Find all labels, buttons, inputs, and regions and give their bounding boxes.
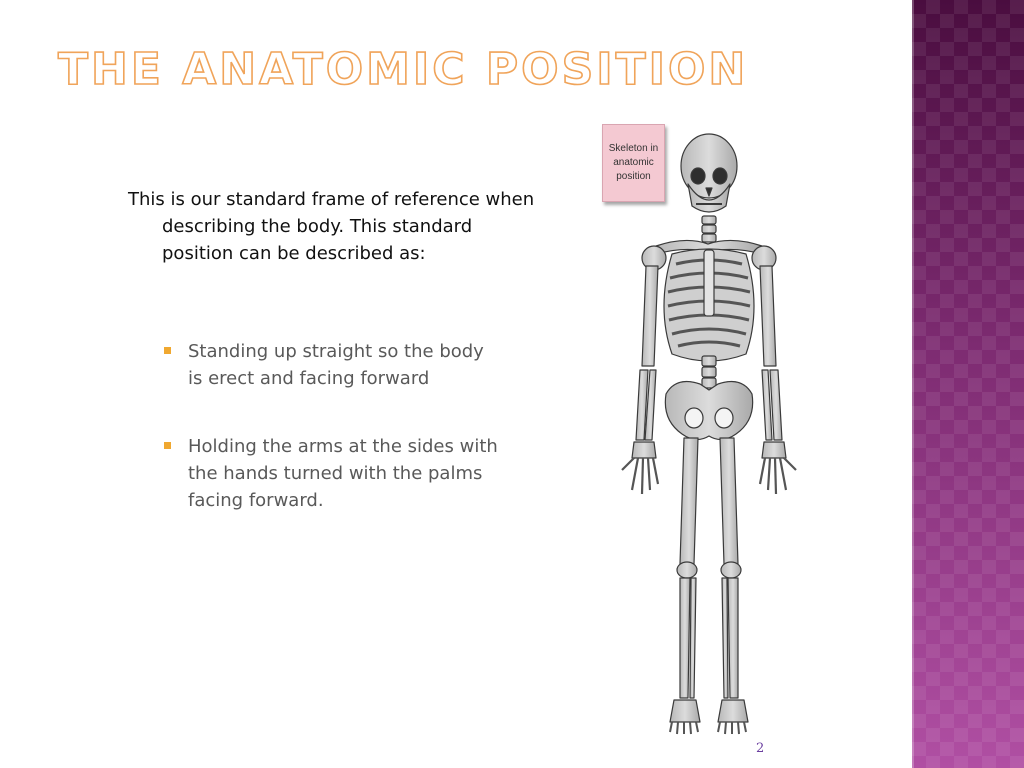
slide-title: The Anatomic Position — [57, 43, 749, 96]
square-bullet-icon — [164, 442, 171, 449]
figure-caption: Skeleton in anatomic position — [602, 124, 665, 202]
list-item: Holding the arms at the sides with the h… — [160, 433, 500, 514]
decorative-side-band — [912, 0, 1024, 768]
pelvis — [664, 381, 754, 441]
bullet-text: Holding the arms at the sides with the h… — [188, 436, 498, 511]
skeleton-illustration — [621, 133, 797, 735]
square-bullet-icon — [164, 347, 171, 354]
intro-paragraph: This is our standard frame of reference … — [128, 189, 535, 264]
list-item: Standing up straight so the body is erec… — [160, 338, 500, 392]
page-number: 2 — [756, 741, 765, 756]
bullet-list: Standing up straight so the body is erec… — [160, 338, 500, 555]
bullet-text: Standing up straight so the body is erec… — [188, 341, 484, 389]
